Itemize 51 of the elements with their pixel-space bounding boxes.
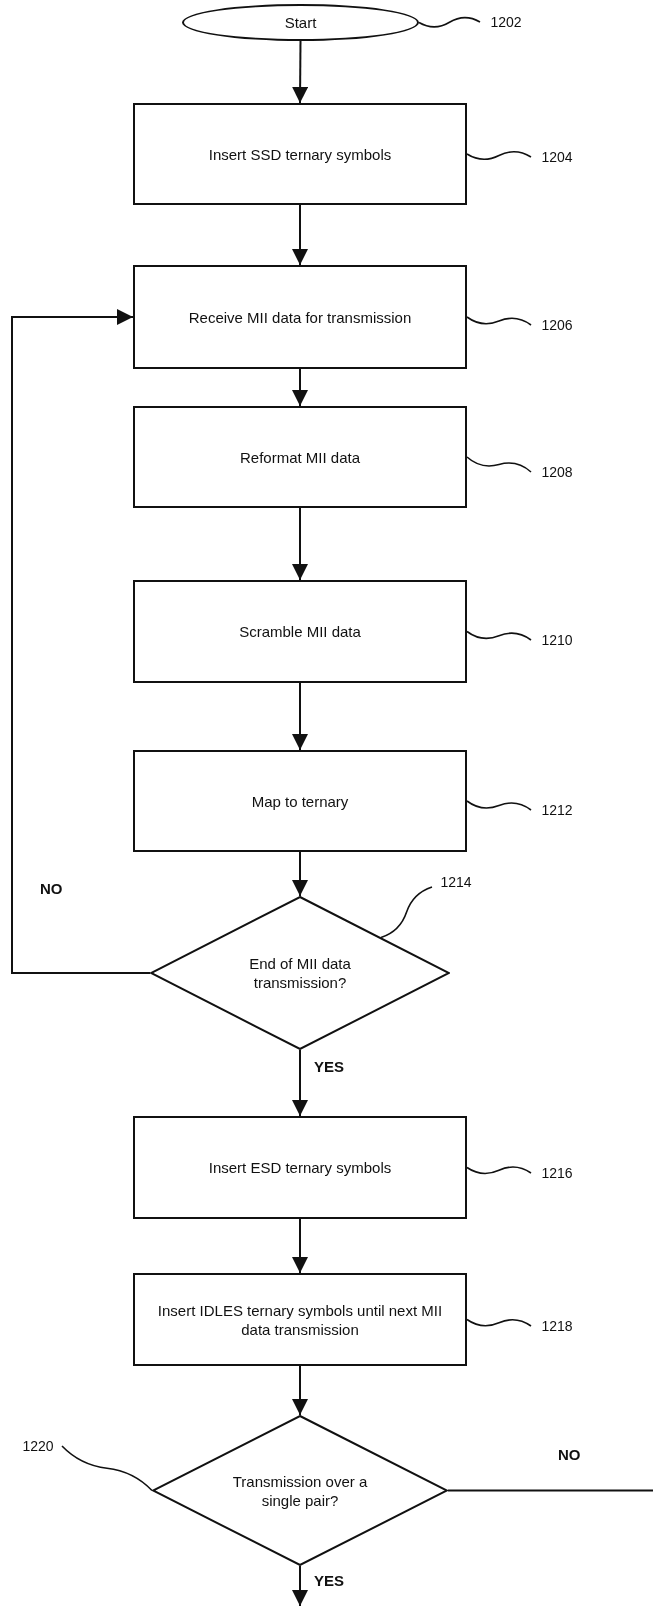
leader-line	[380, 886, 433, 939]
step-text: Receive MII data for transmission	[187, 307, 413, 327]
step-text: Scramble MII data	[238, 622, 362, 641]
step-text: Reformat MII data	[238, 447, 361, 467]
leader-line	[466, 1166, 532, 1175]
process-box	[133, 580, 467, 683]
reference-number: 1206	[533, 315, 581, 335]
step-text: Map to ternary	[250, 791, 350, 811]
connector-line	[447, 1489, 653, 1492]
arrow	[292, 1049, 308, 1117]
arrow	[292, 682, 308, 751]
reference-number: 1202	[482, 12, 530, 32]
process-box	[133, 406, 467, 508]
leader-line	[466, 630, 532, 641]
leader-line	[466, 1318, 532, 1327]
arrow	[292, 40, 309, 104]
leader-line	[466, 316, 532, 326]
arrow	[292, 851, 308, 897]
leader-line	[61, 1445, 153, 1492]
process-box	[133, 1116, 467, 1219]
arrow	[292, 204, 308, 266]
arrow	[292, 1365, 308, 1416]
leader-line	[466, 800, 532, 811]
arrow	[292, 507, 308, 581]
reference-number: 1214	[432, 872, 480, 892]
step-text: Insert SSD ternary symbols	[207, 144, 393, 164]
step-text: Insert IDLES ternary symbols until next MII data transmission	[156, 1300, 444, 1339]
leader-line	[466, 150, 532, 161]
leader-line	[466, 456, 532, 473]
process-box	[133, 750, 467, 852]
reference-number: 1212	[533, 800, 581, 820]
arrow	[292, 1218, 308, 1274]
reference-number: 1216	[533, 1163, 581, 1183]
step-text: Insert ESD ternary symbols	[207, 1158, 393, 1177]
arrow	[292, 368, 308, 407]
step-text: Transmission over a single pair?	[231, 1471, 369, 1510]
process-box	[133, 265, 467, 369]
reference-number: 1204	[533, 147, 581, 167]
process-box	[133, 1273, 467, 1366]
reference-number: 1208	[533, 462, 581, 482]
step-text: End of MII data transmission?	[248, 954, 352, 992]
arrow	[11, 309, 151, 974]
process-box	[133, 103, 467, 205]
arrow	[292, 1565, 308, 1607]
step-text: Start	[283, 13, 318, 32]
decision-diamond	[152, 1415, 448, 1566]
reference-number: 1218	[533, 1316, 581, 1336]
reference-number: 1220	[14, 1436, 62, 1456]
decision-diamond	[150, 896, 450, 1050]
reference-number: 1210	[533, 630, 581, 650]
leader-line	[418, 16, 481, 28]
